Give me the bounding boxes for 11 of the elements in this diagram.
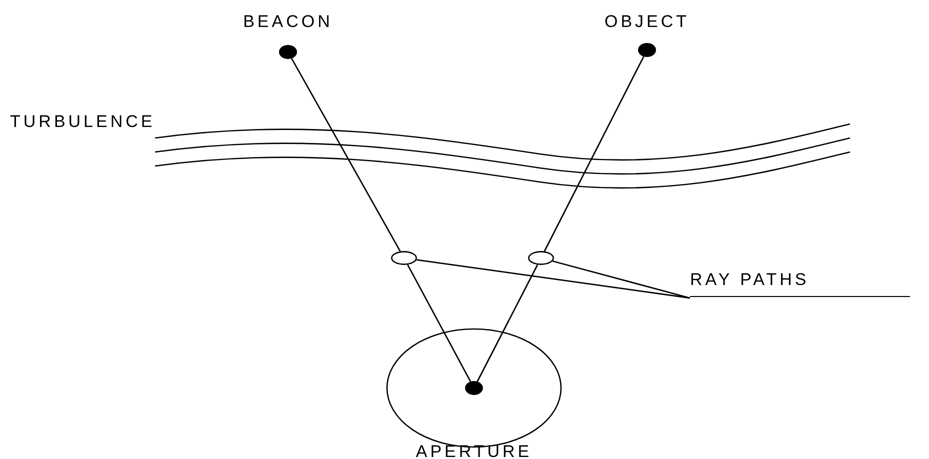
turbulence-label: TURBULENCE: [10, 112, 156, 132]
ray-line: [407, 264, 472, 382]
leader-line: [416, 259, 690, 299]
point-label: BEACON: [242, 12, 334, 32]
aperture-label: APERTURE: [414, 442, 534, 459]
ray-line: [291, 58, 401, 252]
point-label: OBJECT: [603, 12, 691, 32]
ray-line: [476, 264, 538, 382]
leader-line: [552, 260, 690, 299]
callout-label: RAY PATHS: [690, 270, 910, 297]
ray-line: [544, 56, 644, 252]
